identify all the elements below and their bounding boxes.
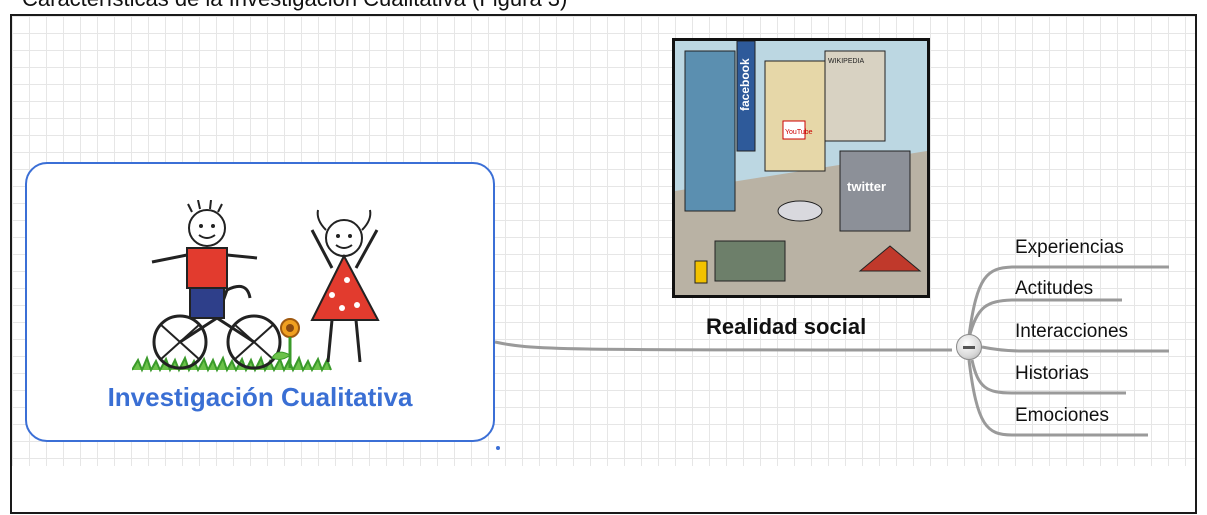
twitter-sign: twitter [847,179,886,194]
mindmap-canvas[interactable]: Investigación Cualitativa facebook YouTu… [10,14,1197,514]
branch-emociones[interactable]: Emociones [1015,405,1109,426]
youtube-sign: YouTube [785,129,813,136]
collapse-branch-button[interactable] [956,334,982,360]
wikipedia-sign: WIKIPEDIA [828,58,865,65]
children-illustration [132,200,380,373]
connector-lines [494,265,1169,450]
central-topic-title: Investigación Cualitativa [107,382,413,412]
branch-historias[interactable]: Historias [1015,363,1089,384]
facebook-sign: facebook [738,58,752,111]
realidad-social-image[interactable]: facebook YouTube WIKIPEDIA twitter [672,38,930,298]
branch-interacciones[interactable]: Interacciones [1015,321,1129,342]
realidad-social-label: Realidad social [706,314,867,339]
figure-caption: Características de la Investigación Cual… [22,0,567,12]
central-topic[interactable]: Investigación Cualitativa [25,162,495,442]
branch-actitudes[interactable]: Actitudes [1015,278,1094,299]
city-illustration: facebook YouTube WIKIPEDIA twitter [675,41,927,295]
branch-experiencias[interactable]: Experiencias [1015,237,1124,258]
